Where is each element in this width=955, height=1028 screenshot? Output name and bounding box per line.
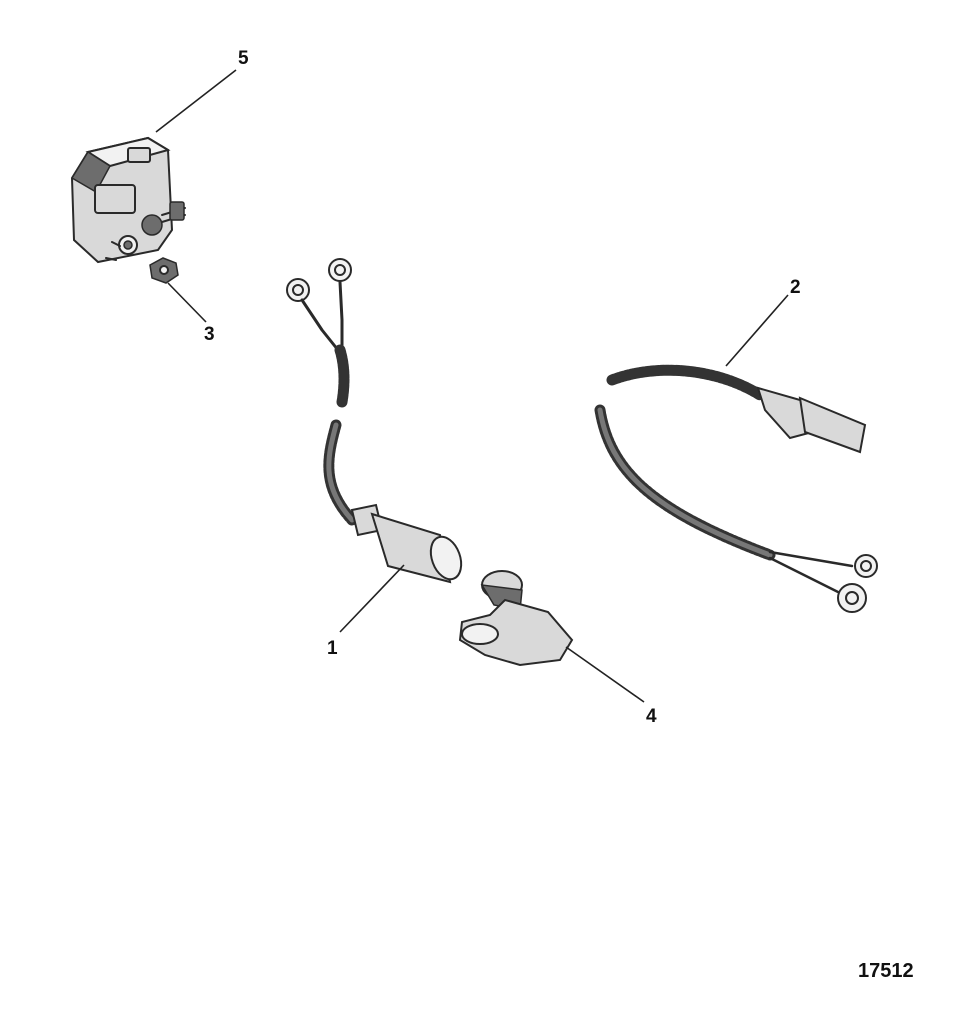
part-5-relay [70,136,186,264]
part-4-sensor [458,570,574,667]
callout-1: 1 [327,638,338,659]
leader-2 [725,294,789,367]
leader-1 [339,564,405,633]
leader-3 [167,282,207,323]
part-1-harness [286,258,463,584]
part-3-nut [149,257,179,284]
part-2-harness [594,364,878,613]
leader-4 [565,646,645,703]
callout-3: 3 [204,324,215,345]
callout-2: 2 [790,277,801,298]
callout-5: 5 [238,48,249,69]
figure-number: 17512 [858,960,914,982]
leader-5 [155,69,237,133]
callout-4: 4 [646,706,657,727]
